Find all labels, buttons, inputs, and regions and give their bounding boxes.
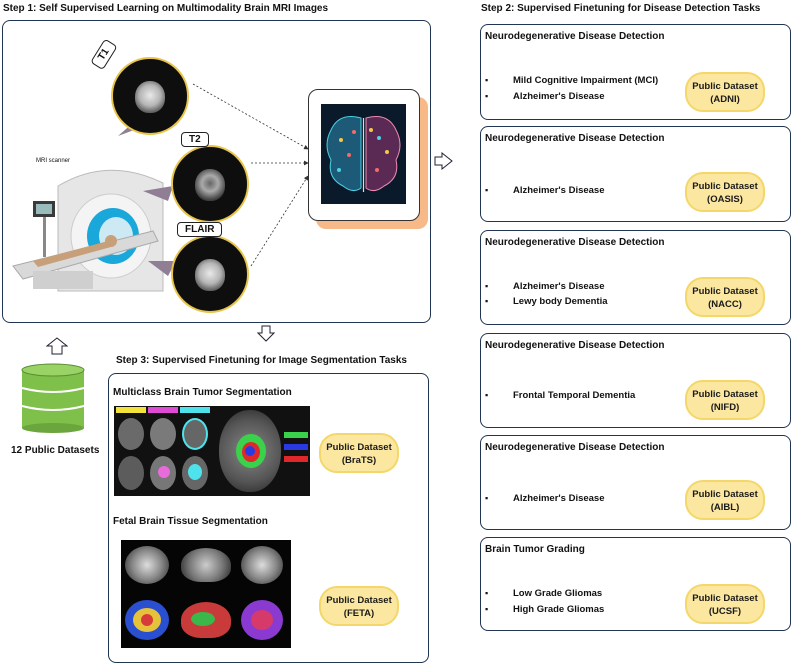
task-title: Neurodegenerative Disease Detection (485, 237, 665, 248)
foundation-model-card (308, 89, 420, 221)
dataset-pill-feta: Public Dataset(FETA) (319, 586, 399, 626)
flair-tag: FLAIR (177, 222, 223, 237)
task-item: Alzheimer's Disease (485, 91, 604, 102)
step3-panel: Multiclass Brain Tumor Segmentation Publ… (108, 373, 429, 663)
task-card-ucsf: Brain Tumor Grading Low Grade Gliomas Hi… (480, 537, 791, 631)
right-arrow-icon (434, 152, 453, 170)
dataset-pill-nifd: Public Dataset(NIFD) (685, 380, 765, 420)
database-icon (21, 363, 85, 433)
t2-tag: T2 (181, 132, 209, 147)
dataset-pill-adni: Public Dataset(ADNI) (685, 72, 765, 112)
task-card-aibl: Neurodegenerative Disease Detection Alzh… (480, 435, 791, 530)
task-item: High Grade Gliomas (485, 604, 604, 615)
brats-segmentation-image (114, 406, 310, 496)
t2-brain-image (171, 145, 249, 223)
mri-scanner-illustration (12, 169, 164, 292)
scanner-label: MRI scanner (36, 158, 71, 164)
task-title: Neurodegenerative Disease Detection (485, 133, 665, 144)
modality-arrows (192, 83, 309, 267)
datasets-label: 12 Public Datasets (11, 445, 100, 456)
task-title: Neurodegenerative Disease Detection (485, 340, 665, 351)
t1-brain-image (111, 57, 189, 135)
task-card-nifd: Neurodegenerative Disease Detection Fron… (480, 333, 791, 428)
step3-title: Step 3: Supervised Finetuning for Image … (116, 355, 407, 366)
segmentation-task-title-feta: Fetal Brain Tissue Segmentation (113, 516, 268, 527)
dataset-pill-aibl: Public Dataset(AIBL) (685, 480, 765, 520)
task-item: Lewy body Dementia (485, 296, 607, 307)
step2-title: Step 2: Supervised Finetuning for Diseas… (481, 3, 761, 14)
task-item: Mild Cognitive Impairment (MCI) (485, 75, 658, 86)
ai-brain-icon (321, 104, 406, 204)
dataset-pill-nacc: Public Dataset(NACC) (685, 277, 765, 317)
task-card-adni: Neurodegenerative Disease Detection Mild… (480, 24, 791, 120)
flair-brain-image (171, 235, 249, 313)
task-title: Neurodegenerative Disease Detection (485, 442, 665, 453)
dataset-pill-oasis: Public Dataset(OASIS) (685, 172, 765, 212)
task-item: Frontal Temporal Dementia (485, 390, 635, 401)
segmentation-task-title-brats: Multiclass Brain Tumor Segmentation (113, 387, 292, 398)
task-title: Brain Tumor Grading (485, 544, 585, 555)
dataset-pill-brats: Public Dataset(BraTS) (319, 433, 399, 473)
task-card-oasis: Neurodegenerative Disease Detection Alzh… (480, 126, 791, 222)
up-arrow-icon (46, 337, 68, 355)
down-arrow-icon (257, 325, 275, 342)
task-item: Alzheimer's Disease (485, 185, 604, 196)
task-card-nacc: Neurodegenerative Disease Detection Alzh… (480, 230, 791, 325)
task-title: Neurodegenerative Disease Detection (485, 31, 665, 42)
task-item: Low Grade Gliomas (485, 588, 602, 599)
step1-panel: MRI scanner T1 T2 FLAIR (2, 20, 431, 323)
task-item: Alzheimer's Disease (485, 493, 604, 504)
feta-segmentation-image (121, 540, 291, 648)
dataset-pill-ucsf: Public Dataset(UCSF) (685, 584, 765, 624)
step1-title: Step 1: Self Supervised Learning on Mult… (3, 3, 329, 14)
task-item: Alzheimer's Disease (485, 281, 604, 292)
